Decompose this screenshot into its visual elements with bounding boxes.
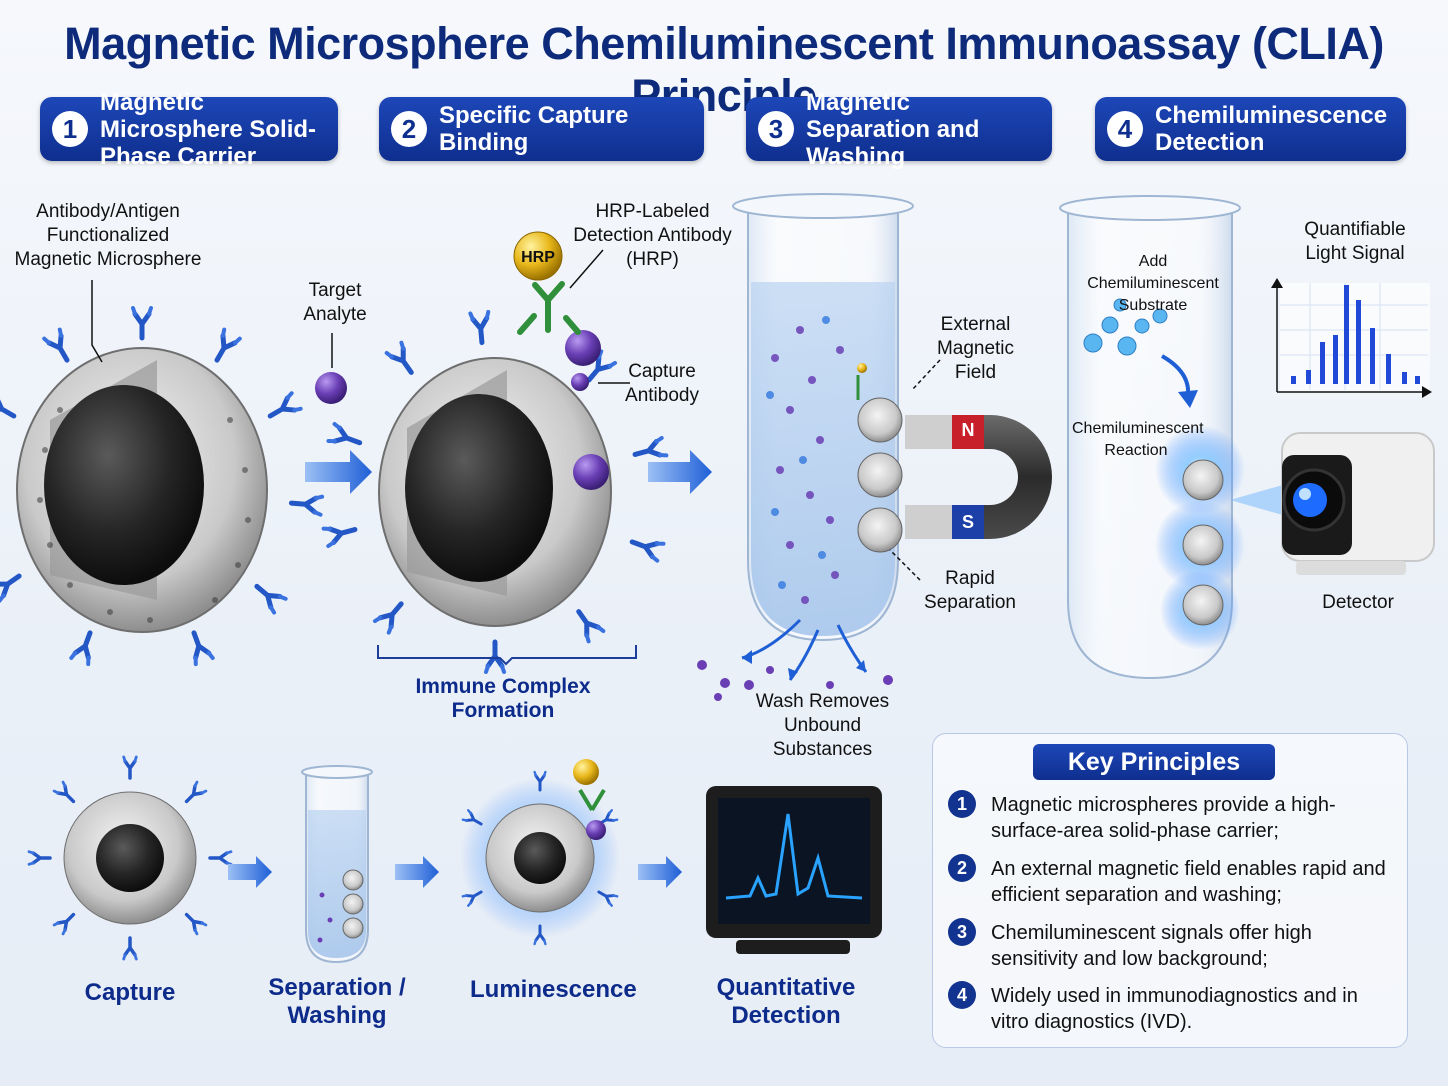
label-wash-removes: Wash Removes Unbound Substances [755, 691, 890, 760]
label-external-field: External Magnetic Field [936, 314, 1015, 383]
step-number: 1 [52, 111, 88, 147]
bottom-arrow-2 [395, 856, 439, 888]
label-capture-antibody: Capture Antibody [625, 361, 699, 406]
step-label: Chemiluminescence Detection [1155, 102, 1388, 156]
detection-tube [1059, 195, 1245, 680]
bottom-label-quantitative: Quantitative Detection [716, 974, 856, 1029]
bottom-label-capture: Capture [84, 979, 176, 1006]
wash-arrowheads [742, 650, 866, 680]
step-number: 4 [1107, 111, 1143, 147]
functionalized-microsphere [0, 308, 322, 664]
key-principle-item: 4 Widely used in immunodiagnostics and i… [948, 981, 1398, 1035]
principle-number: 1 [948, 790, 976, 818]
bottom-tube-icon [301, 765, 373, 964]
flow-arrow-1 [305, 450, 372, 494]
horseshoe-magnet [905, 415, 1052, 539]
pointer-line [889, 549, 921, 581]
hrp-badge: HRP [521, 249, 555, 266]
immune-complex-microsphere [324, 231, 667, 672]
principle-text: Chemiluminescent signals offer high sens… [991, 922, 1312, 970]
label-add-substrate: Add Chemiluminescent Substrate [1087, 253, 1219, 314]
step-label: Specific Capture Binding [439, 102, 629, 156]
bracket [377, 645, 637, 666]
pointer-line [569, 249, 604, 289]
light-signal-chart [1271, 278, 1432, 398]
principle-text: Magnetic microspheres provide a high-sur… [991, 794, 1336, 842]
step-label: Magnetic Microsphere Solid-Phase Carrier [100, 88, 317, 170]
magnet-south: S [961, 512, 974, 532]
principle-number: 2 [948, 854, 976, 882]
bottom-arrow-1 [228, 856, 272, 888]
bottom-label-separation: Separation / Washing [268, 974, 406, 1029]
principle-number: 4 [948, 981, 976, 1009]
label-cl-reaction: Chemiluminescent Reaction [1072, 420, 1204, 459]
step-2-header: 2 Specific Capture Binding [379, 97, 704, 161]
bottom-arrow-3 [638, 856, 682, 888]
separation-tube [732, 193, 914, 642]
target-analyte-dot [315, 372, 347, 404]
bottom-label-luminescence: Luminescence [470, 976, 637, 1003]
label-functionalized-microsphere: Antibody/Antigen Functionalized Magnetic… [14, 201, 202, 270]
label-target-analyte: Target Analyte [303, 280, 367, 325]
pointer-line [91, 280, 103, 363]
step-label: Magnetic Separation and Washing [806, 88, 980, 170]
step-number: 2 [391, 111, 427, 147]
bottom-capture-icon [27, 755, 233, 961]
key-principles-title: Key Principles [1033, 744, 1275, 780]
step-4-header: 4 Chemiluminescence Detection [1095, 97, 1406, 161]
principle-text: An external magnetic field enables rapid… [991, 858, 1386, 906]
key-principle-item: 1 Magnetic microspheres provide a high-s… [948, 790, 1398, 844]
label-rapid-separation: Rapid Separation [924, 568, 1016, 613]
detector-camera [1281, 432, 1435, 575]
page-title: Magnetic Microsphere Chemiluminescent Im… [64, 18, 1384, 121]
step-3-header: 3 Magnetic Separation and Washing [746, 89, 1052, 170]
key-principle-item: 2 An external magnetic field enables rap… [948, 854, 1398, 908]
label-hrp-labeled-antibody: HRP-Labeled Detection Antibody (HRP) [573, 201, 732, 270]
step-number: 3 [758, 111, 794, 147]
washed-particles [697, 660, 893, 701]
bottom-monitor-icon [706, 786, 882, 954]
key-principle-item: 3 Chemiluminescent signals offer high se… [948, 918, 1398, 972]
label-immune-complex: Immune Complex Formation [415, 675, 591, 722]
magnet-north: N [961, 420, 975, 440]
bottom-luminescence-icon [460, 759, 620, 946]
label-detector: Detector [1322, 592, 1394, 613]
key-principles-panel [932, 733, 1408, 1048]
principle-number: 3 [948, 918, 976, 946]
flow-arrow-2 [648, 450, 712, 494]
label-light-signal: Quantifiable Light Signal [1304, 219, 1406, 264]
principle-text: Widely used in immunodiagnostics and in … [991, 985, 1358, 1033]
step-1-header: 1 Magnetic Microsphere Solid-Phase Carri… [40, 89, 338, 170]
